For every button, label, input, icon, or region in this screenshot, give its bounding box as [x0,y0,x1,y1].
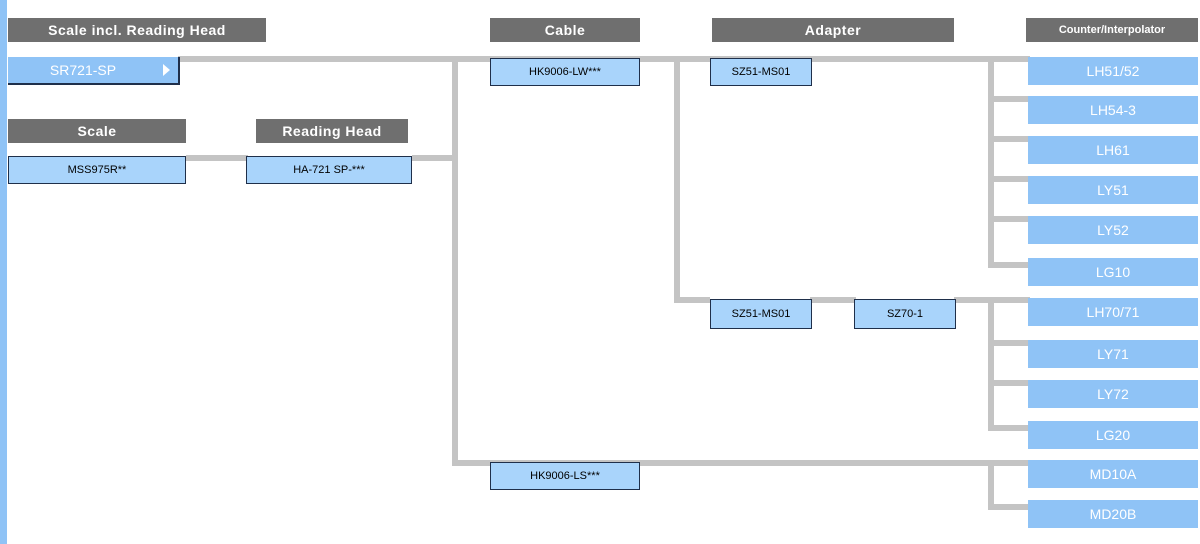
scale-incl-reading-head-item[interactable]: SR721-SP [8,57,180,85]
counter-item[interactable]: LG20 [1028,421,1198,449]
counter-item[interactable]: LY72 [1028,380,1198,408]
header-scale-incl-reading-head: Scale incl. Reading Head [8,18,266,42]
scale-item[interactable]: MSS975R** [8,156,186,184]
cable-item-lw[interactable]: HK9006-LW*** [490,58,640,86]
arrow-right-icon [163,64,170,76]
counter-item[interactable]: LH54-3 [1028,96,1198,124]
counter-item[interactable]: MD10A [1028,460,1198,488]
reading-head-item[interactable]: HA-721 SP-*** [246,156,412,184]
adapter-item[interactable]: SZ51-MS01 [710,299,812,329]
counter-item[interactable]: LY71 [1028,340,1198,368]
cable-item-ls[interactable]: HK9006-LS*** [490,462,640,490]
adapter-item[interactable]: SZ51-MS01 [710,58,812,86]
header-scale: Scale [8,119,186,143]
scale-incl-reading-head-label: SR721-SP [49,62,117,78]
counter-item[interactable]: LG10 [1028,258,1198,286]
counter-item[interactable]: LH70/71 [1028,298,1198,326]
header-cable: Cable [490,18,640,42]
counter-item[interactable]: LH51/52 [1028,57,1198,85]
counter-item[interactable]: LY51 [1028,176,1198,204]
counter-item[interactable]: LH61 [1028,136,1198,164]
header-counter-interpolator: Counter/Interpolator [1026,18,1198,42]
header-adapter: Adapter [712,18,954,42]
counter-item[interactable]: LY52 [1028,216,1198,244]
adapter-item[interactable]: SZ70-1 [854,299,956,329]
left-accent-bar [0,0,7,544]
header-reading-head: Reading Head [256,119,408,143]
counter-item[interactable]: MD20B [1028,500,1198,528]
